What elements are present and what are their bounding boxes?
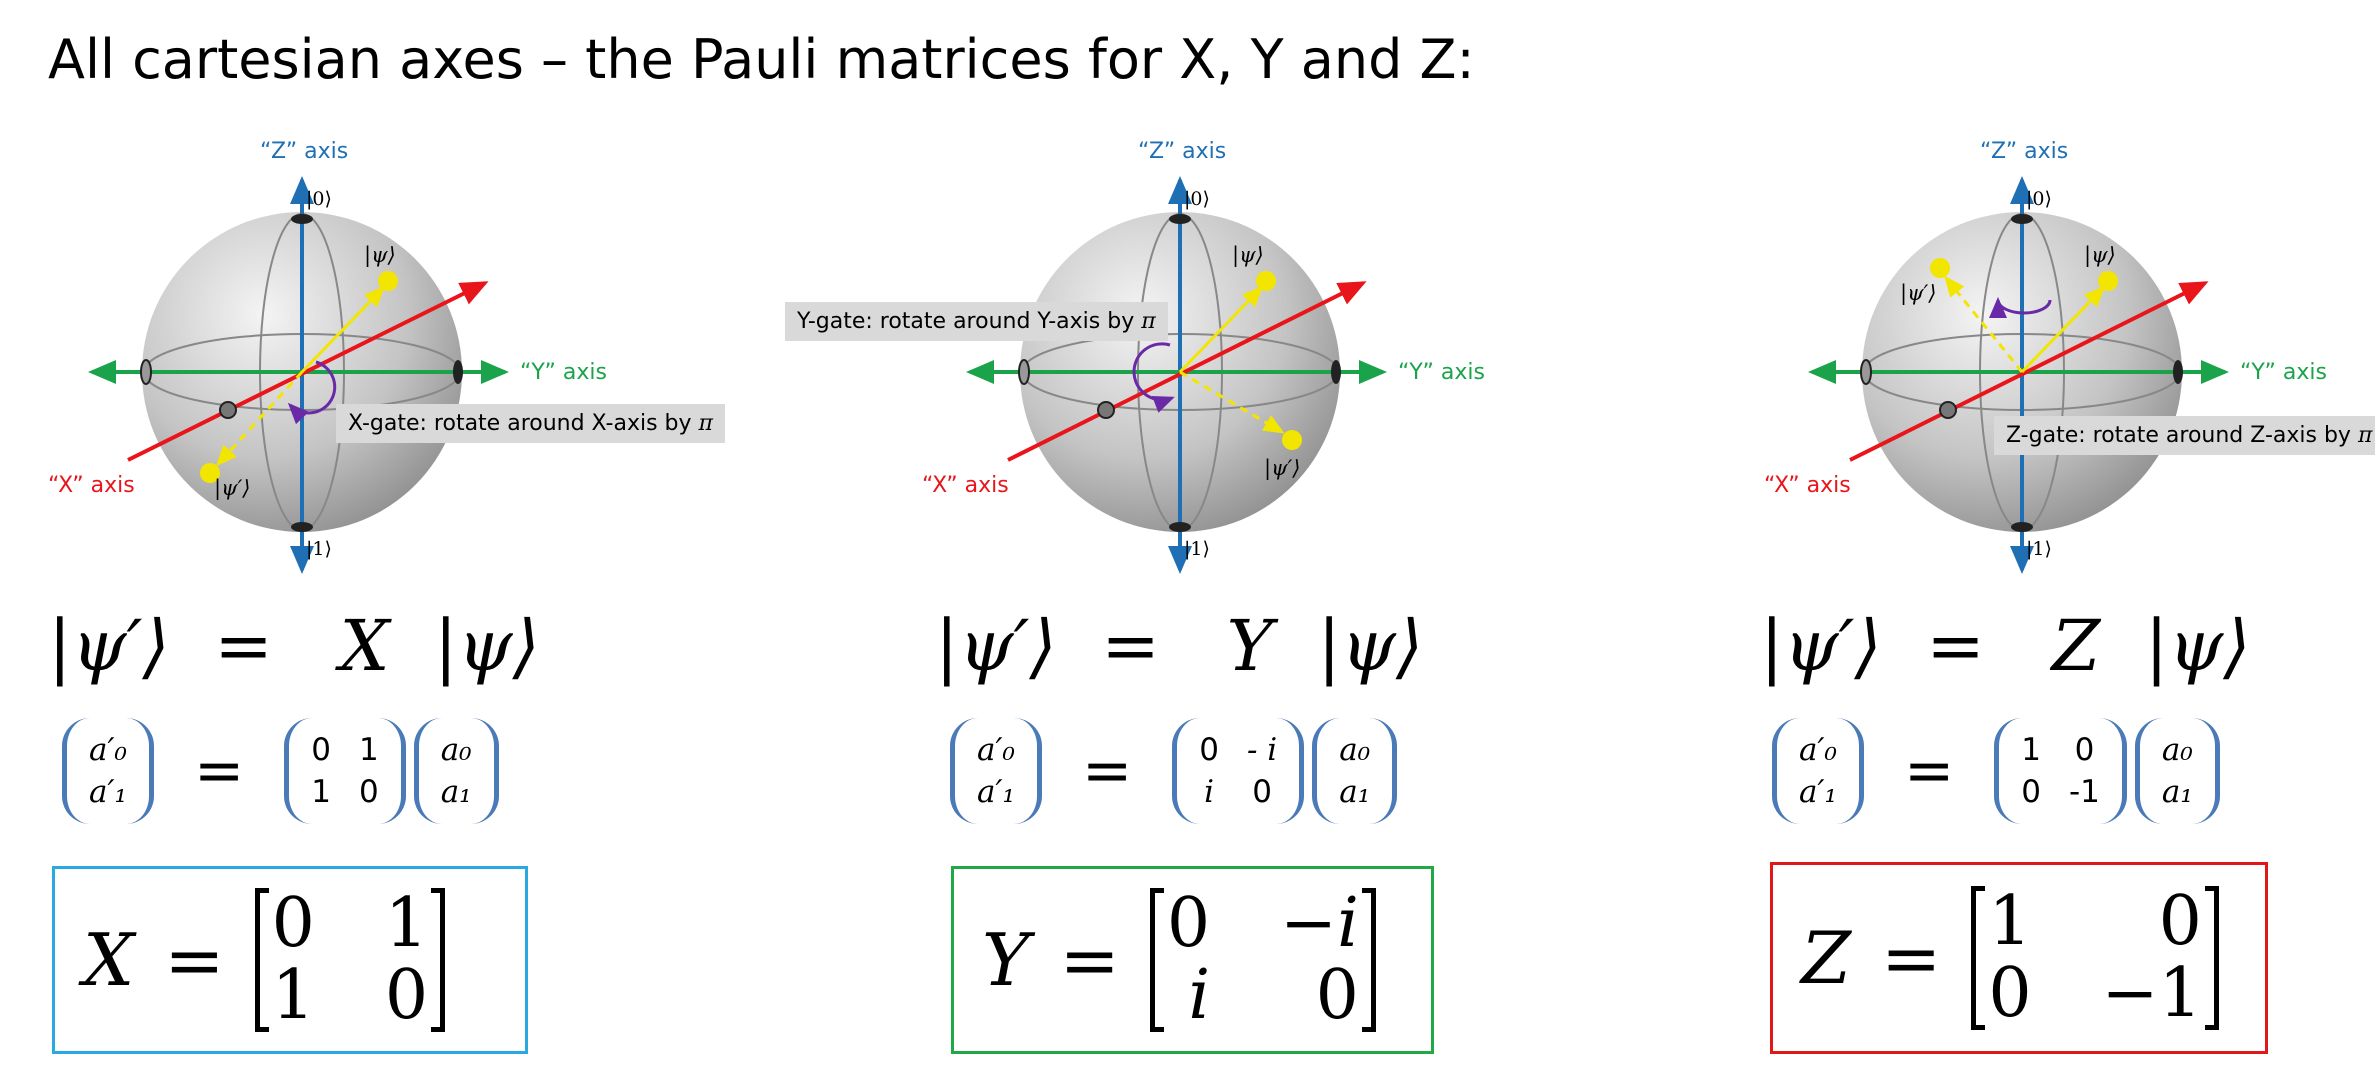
ket-equation-x: |ψ′⟩ = X |ψ⟩	[48, 605, 540, 687]
bloch-sphere-y: “Z” axis “Y” axis “X” axis |0⟩ |1⟩ |ψ⟩ |…	[922, 139, 1485, 574]
svg-text:“Y” axis: “Y” axis	[1398, 360, 1485, 385]
svg-text:|0⟩: |0⟩	[2026, 188, 2052, 210]
svg-text:“Z” axis: “Z” axis	[1138, 139, 1226, 164]
svg-text:|ψ⟩: |ψ⟩	[1232, 243, 1264, 268]
svg-text:|1⟩: |1⟩	[1184, 538, 1210, 560]
svg-text:|ψ′⟩: |ψ′⟩	[214, 476, 251, 501]
rotation-arrow	[1132, 342, 1175, 413]
rotation-arrow	[287, 360, 337, 425]
x-axis-line	[127, 281, 489, 462]
svg-text:|ψ′⟩: |ψ′⟩	[1264, 456, 1301, 481]
rotation-arrow	[1989, 297, 2052, 319]
svg-text:“Y” axis: “Y” axis	[2240, 360, 2327, 385]
psi-vector	[300, 285, 386, 374]
svg-text:|ψ⟩: |ψ⟩	[364, 243, 396, 268]
psi-prime-vector	[1944, 275, 2024, 373]
svg-text:|1⟩: |1⟩	[2026, 538, 2052, 560]
svg-text:“X” axis: “X” axis	[48, 473, 135, 498]
x-axis-line	[1007, 281, 1367, 462]
svg-text:|0⟩: |0⟩	[306, 188, 332, 210]
x-axis-line	[1849, 281, 2209, 462]
page-title: All cartesian axes – the Pauli matrices …	[48, 28, 1475, 91]
svg-text:|ψ′⟩: |ψ′⟩	[1900, 281, 1937, 306]
svg-text:|ψ⟩: |ψ⟩	[2084, 243, 2116, 268]
svg-text:“X” axis: “X” axis	[1764, 473, 1851, 498]
psi-prime-vector	[1179, 370, 1285, 434]
y-gate-label: Y-gate: rotate around Y-axis by π	[785, 302, 1168, 341]
svg-text:|0⟩: |0⟩	[1184, 188, 1210, 210]
svg-text:|1⟩: |1⟩	[306, 538, 332, 560]
psi-vector	[2020, 285, 2106, 374]
svg-text:“Y” axis: “Y” axis	[520, 360, 607, 385]
psi-vector	[1178, 285, 1264, 374]
svg-text:“X” axis: “X” axis	[922, 473, 1009, 498]
z-gate-label: Z-gate: rotate around Z-axis by π	[1994, 416, 2375, 455]
svg-text:“Z” axis: “Z” axis	[260, 139, 348, 164]
bloch-sphere-z: “Z” axis “Y” axis “X” axis |0⟩ |1⟩ |ψ⟩ |…	[1764, 139, 2327, 574]
bloch-sphere-x: “Z” axis “Y” axis “X” axis |0⟩ |1⟩ |ψ⟩ |…	[48, 139, 607, 574]
ket-equation-y: |ψ′⟩ = Y |ψ⟩	[935, 605, 1424, 687]
svg-text:“Z” axis: “Z” axis	[1980, 139, 2068, 164]
psi-prime-vector	[215, 370, 304, 467]
ket-equation-z: |ψ′⟩ = Z |ψ⟩	[1760, 605, 2251, 687]
x-gate-label: X-gate: rotate around X-axis by π	[336, 404, 725, 443]
